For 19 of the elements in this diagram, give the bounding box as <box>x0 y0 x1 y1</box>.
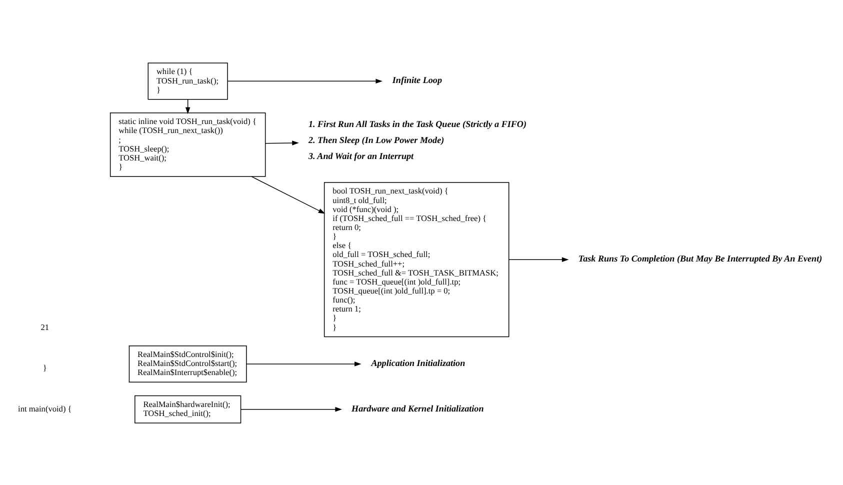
label: int main(void) { <box>18 404 72 413</box>
node-box: RealMain$StdControl$init(); RealMain$StdControl$start(); RealMain$Interrupt$enable(); <box>128 344 247 382</box>
label: 21 <box>40 322 50 332</box>
node-box: while (1) { TOSH_run_task(); } <box>148 62 228 100</box>
node-box: static inline void TOSH_run_task(void) { while (TOSH_run_next_task()) ; TOSH_sleep(); TOSH_wait(); } <box>110 112 266 176</box>
node-box: RealMain$hardwareInit(); TOSH_sched_init(); <box>134 394 242 423</box>
arrow <box>240 406 342 412</box>
arrow <box>246 361 362 366</box>
node-text: 1. First Run All Tasks in the Task Queue (Strictly a FIFO) 2. Then Sleep (In Low Power Mode) 3. And Wait for an Interrupt <box>308 118 527 160</box>
label: } <box>42 363 47 372</box>
arrow <box>227 78 382 84</box>
node-text: Hardware and Kernel Initialization <box>352 402 484 413</box>
arrow <box>265 140 299 145</box>
arrow <box>508 256 569 262</box>
node-text: Application Initialization <box>371 357 466 368</box>
node-text: Task Runs To Completion (But May Be Interrupted By An Event) <box>578 253 822 264</box>
node-box: bool TOSH_run_next_task(void) { uint8_t old_full; void (*func)(void ); if (TOSH_sched_full == TOSH_sched_free) { return 0; } else { old_full = TOSH_sched_full; TOSH_sched_full++; TOSH_sched_full &= TOSH_TASK_BITMASK; func = TOSH_queue[(int )old_full].tp; TOSH_queue[(int )old_full].tp = 0; func(); return 1; } } <box>324 182 510 337</box>
node-text: Infinite Loop <box>392 74 442 85</box>
arrow <box>251 176 326 214</box>
